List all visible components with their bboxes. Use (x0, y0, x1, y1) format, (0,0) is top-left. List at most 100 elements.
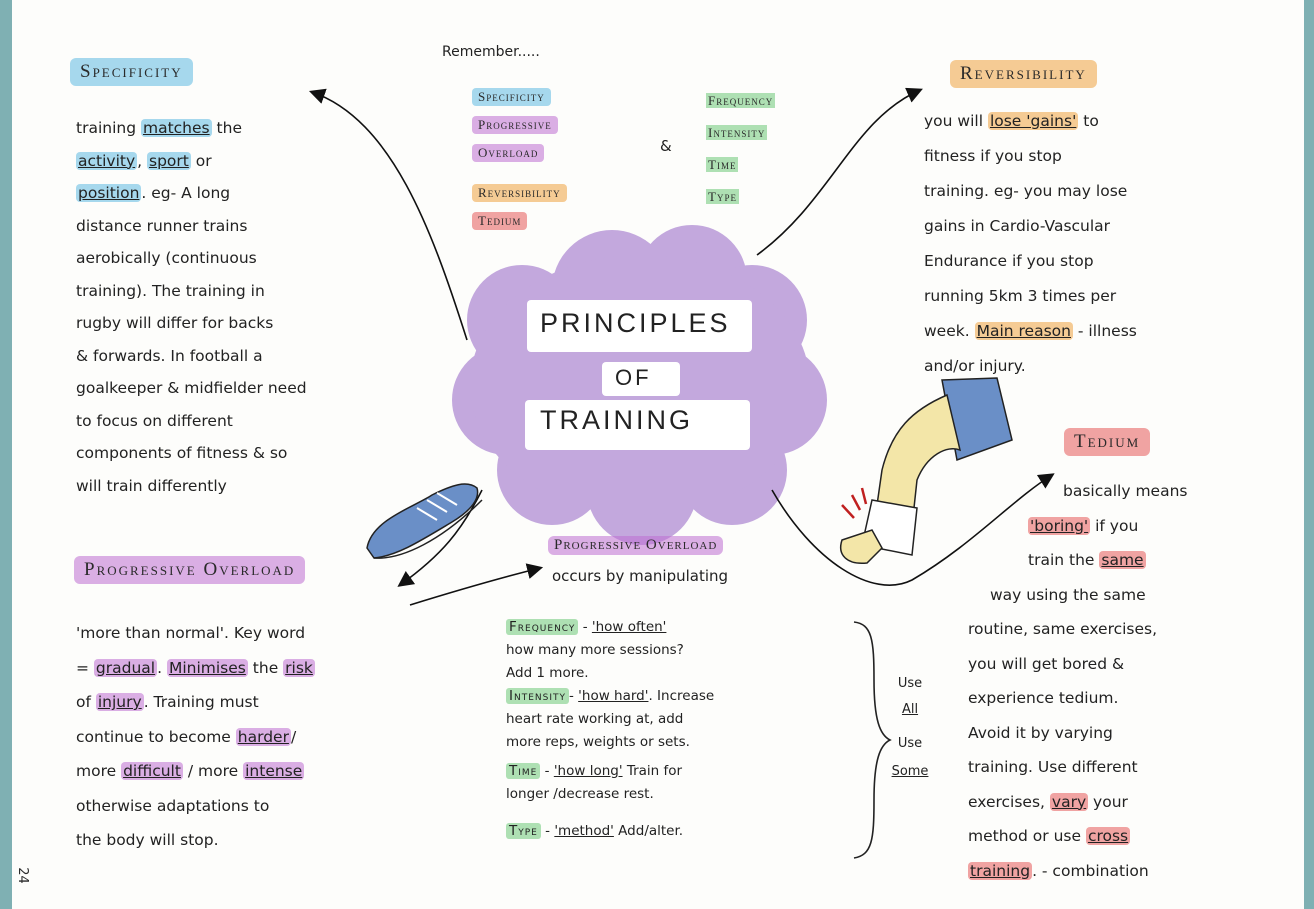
progressive-line: continue to become harder/ (76, 720, 476, 755)
remember-progressive: Progressive (472, 116, 558, 134)
text-segment: . Training must (143, 693, 259, 711)
remember-tedium: Tedium (472, 212, 528, 230)
text-segment: . Increase (648, 688, 715, 704)
page-sheet: Remember..... Specificity Progressive Ov… (12, 0, 1304, 909)
specificity-line: will train differently (76, 476, 227, 495)
text-segment: if you (1090, 516, 1139, 535)
highlight-lose-gains: lose 'gains' (987, 112, 1079, 130)
fitt-line: more reps, weights or sets. (506, 734, 690, 750)
reversibility-heading: Reversibility (950, 60, 1097, 88)
tedium-line: exercises, vary your (968, 785, 1298, 820)
text-segment: you will (924, 112, 988, 130)
highlight-gradual: gradual (93, 658, 158, 677)
reversibility-line: week. Main reason - illness (924, 314, 1284, 349)
arrow-to-reversibility (756, 87, 923, 256)
text-segment: - (540, 823, 555, 839)
text-segment: - (569, 688, 579, 704)
highlight-same: same (1099, 551, 1146, 569)
specificity-line: & forwards. In football a (76, 346, 263, 365)
tedium-line: routine, same exercises, (968, 620, 1158, 638)
remember-reversibility: Reversibility (472, 184, 567, 202)
specificity-line: aerobically (continuous (76, 249, 257, 267)
reversibility-line: running 5km 3 times per (924, 287, 1117, 305)
reversibility-text: you will lose 'gains' to fitness if you … (924, 104, 1284, 384)
specificity-line: components of fitness & so (76, 444, 288, 462)
arm-illustration (840, 377, 1013, 564)
text-segment: 'method' (554, 823, 614, 839)
cloud-label-box-3 (525, 400, 750, 450)
text-segment: the (247, 658, 284, 677)
highlight-training: training (968, 861, 1033, 880)
tedium-line: method or use cross (968, 819, 1298, 854)
text-segment: the (211, 119, 242, 137)
text-segment: more (76, 762, 122, 780)
label-intensity: Intensity (506, 688, 569, 704)
arrow-to-tedium (771, 473, 1055, 586)
progressive-line: = gradual. Minimises the risk (76, 651, 476, 686)
shoe-illustration (366, 483, 483, 559)
text-segment: your (1088, 792, 1128, 811)
brace-label-some: Some (891, 764, 929, 779)
reversibility-line: you will lose 'gains' to (924, 104, 1284, 139)
remember-time-text: Time (706, 157, 739, 172)
text-segment: 'how often' (591, 619, 667, 635)
text-segment: train the (1028, 551, 1100, 569)
text-segment: . - combination (1032, 861, 1149, 880)
specificity-line: training). The training in (76, 281, 265, 300)
progressive-text: 'more than normal'. Key word = gradual. … (76, 616, 476, 858)
progressive-heading: Progressive Overload (74, 556, 306, 584)
text-segment: / (290, 727, 297, 746)
fitt-text: Frequency - 'how often' how many more se… (506, 616, 856, 843)
text-segment: - illness (1072, 322, 1137, 340)
text-segment: . (157, 658, 167, 677)
fitt-line: how many more sessions? (506, 642, 684, 658)
text-segment: - (578, 619, 592, 635)
fitt-heading: Progressive Overload (548, 536, 724, 555)
highlight-activity: activity (76, 151, 138, 170)
arrow-to-specificity (308, 88, 468, 341)
highlight-risk: risk (283, 658, 315, 677)
tedium-line: training. Use different (968, 758, 1138, 776)
remember-specificity: Specificity (472, 88, 551, 106)
progressive-line: the body will stop. (76, 831, 219, 849)
specificity-line: distance runner trains (76, 216, 248, 235)
arrow-to-progressive (397, 489, 483, 587)
text-segment: 'how hard' (578, 688, 649, 704)
fitt-line: heart rate working at, add (506, 711, 684, 727)
highlight-main-reason: Main reason (974, 322, 1073, 340)
tedium-line: experience tedium. (968, 689, 1119, 707)
center-title-line3: TRAINING (540, 405, 694, 435)
text-segment: , (137, 151, 147, 170)
specificity-line: activity, sport or (76, 145, 436, 178)
center-title-line1: PRINCIPLES (540, 308, 731, 338)
remember-frequency-text: Frequency (706, 93, 776, 108)
text-segment: to (1078, 112, 1099, 130)
fitt-line: Type - 'method' Add/alter. (506, 820, 856, 843)
progressive-line: of injury. Training must (76, 685, 476, 720)
brace-label-use: Use (897, 676, 923, 691)
specificity-line: goalkeeper & midfielder need (76, 379, 307, 397)
fitt-line: Frequency - 'how often' (506, 616, 856, 639)
highlight-difficult: difficult (121, 762, 183, 780)
tedium-line: you will get bored & (968, 654, 1125, 673)
text-segment: week. (924, 322, 975, 340)
tedium-line: 'boring' if you (968, 509, 1298, 544)
fitt-line: Add 1 more. (506, 665, 589, 681)
tedium-heading: Tedium (1064, 428, 1151, 456)
text-segment: Add/alter. (613, 823, 684, 839)
remember-ampersand: & (660, 137, 672, 155)
progressive-line: more difficult / more intense (76, 754, 476, 789)
brace-label-use-2: Use (897, 736, 923, 751)
highlight-intense: intense (243, 762, 305, 780)
text-segment: exercises, (968, 792, 1050, 811)
reversibility-line: training. eg- you may lose (924, 182, 1128, 200)
label-time: Time (506, 763, 541, 779)
center-title-line2: OF (615, 365, 652, 390)
text-segment: Train for (622, 763, 683, 779)
cloud-label-box-2 (602, 362, 680, 396)
specificity-line: rugby will differ for backs (76, 314, 274, 332)
tedium-line: train the same (968, 543, 1298, 578)
text-segment: training (76, 119, 141, 137)
text-segment: = (76, 658, 94, 677)
highlight-matches: matches (140, 119, 212, 137)
